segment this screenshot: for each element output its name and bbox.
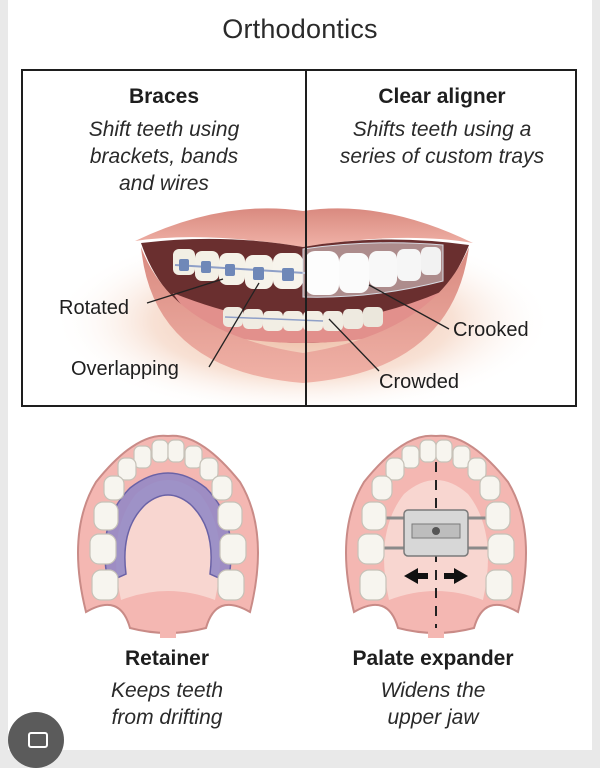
label-crowded: Crowded — [379, 371, 460, 393]
upper-teeth-aligner — [302, 242, 444, 298]
aligner-desc-line1: Shifts teeth using a — [352, 118, 532, 141]
aligner-desc-line2: series of custom trays — [339, 145, 545, 168]
braces-heading: Braces — [128, 85, 200, 108]
page-title: Orthodontics — [222, 14, 378, 44]
comparison-panel: Braces Shift teeth using brackets, bands… — [21, 69, 577, 407]
braces-desc-line2: brackets, bands — [89, 145, 239, 168]
upper-teeth-braces — [173, 249, 306, 289]
aligner-heading: Clear aligner — [378, 85, 506, 108]
braces-desc-line1: Shift teeth using — [88, 118, 240, 141]
palate-expander-illustration — [345, 434, 527, 638]
lower-teeth — [223, 307, 383, 331]
camera-icon — [28, 732, 48, 748]
retainer-illustration — [77, 434, 259, 638]
label-overlapping: Overlapping — [71, 358, 179, 380]
mouth-illustration — [53, 208, 553, 405]
panel-divider — [305, 71, 307, 405]
retainer-desc-line1: Keeps teeth — [110, 679, 224, 702]
expander-heading: Palate expander — [352, 647, 514, 670]
retainer-heading: Retainer — [124, 647, 210, 670]
infographic-page: Orthodontics — [8, 0, 592, 750]
braces-desc-line3: and wires — [119, 172, 209, 195]
label-crooked: Crooked — [453, 319, 529, 341]
expander-desc-line2: upper jaw — [387, 706, 479, 729]
retainer-desc-line2: from drifting — [111, 706, 223, 729]
expander-desc-line1: Widens the — [380, 679, 486, 702]
lens-button[interactable] — [8, 712, 64, 768]
label-rotated: Rotated — [59, 297, 130, 319]
